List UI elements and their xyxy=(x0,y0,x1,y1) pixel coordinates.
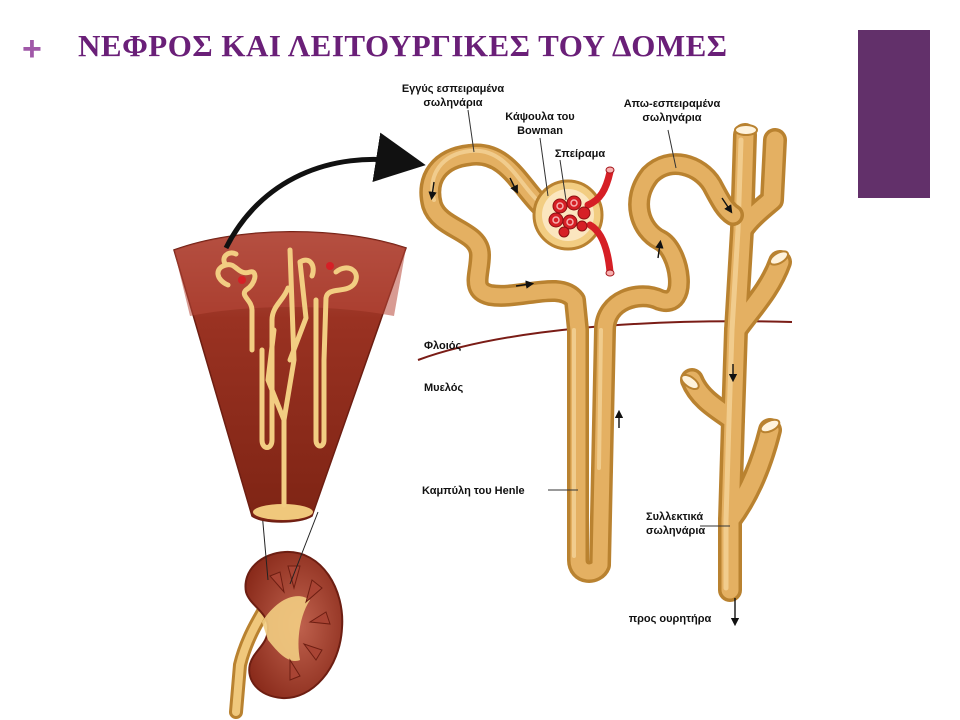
slide-title: ΝΕΦΡΟΣ ΚΑΙ ΛΕΙΤΟΥΡΓΙΚΕΣ ΤΟΥ ΔΟΜΕΣ xyxy=(78,28,728,63)
glomerulus xyxy=(548,166,615,277)
zoom-arrow xyxy=(223,132,426,250)
label-distal-line2: σωληνάρια xyxy=(642,112,701,124)
nephron-tubule xyxy=(419,143,744,583)
label-proximal-line1: Εγγύς εσπειραμένα xyxy=(402,83,505,95)
bullet-plus-icon: + xyxy=(22,30,42,68)
label-bowman-line2: Bowman xyxy=(517,125,563,137)
renal-pyramid-wedge xyxy=(173,231,407,523)
flow-arrows xyxy=(428,177,740,627)
labels: Εγγύς εσπειραμένα σωληνάρια Κάψουλα του … xyxy=(402,83,721,625)
label-medulla: Μυελός xyxy=(424,382,463,394)
label-collecting-line1: Συλλεκτικά xyxy=(646,511,703,523)
kidney-section xyxy=(229,511,344,719)
accent-box xyxy=(858,30,930,198)
label-proximal-line2: σωληνάρια xyxy=(423,97,482,109)
label-henle: Καμπύλη του Henle xyxy=(422,485,525,497)
label-glomerulus: Σπείραμα xyxy=(555,148,605,160)
label-collecting-line2: σωληνάρια xyxy=(646,525,705,537)
label-distal-line1: Απω-εσπειραμένα xyxy=(624,98,721,110)
leader-lines xyxy=(467,109,730,527)
label-cortex: Φλοιός xyxy=(424,340,462,352)
label-bowman-line1: Κάψουλα του xyxy=(505,111,574,123)
label-to-ureter: προς ουρητήρα xyxy=(629,613,712,625)
